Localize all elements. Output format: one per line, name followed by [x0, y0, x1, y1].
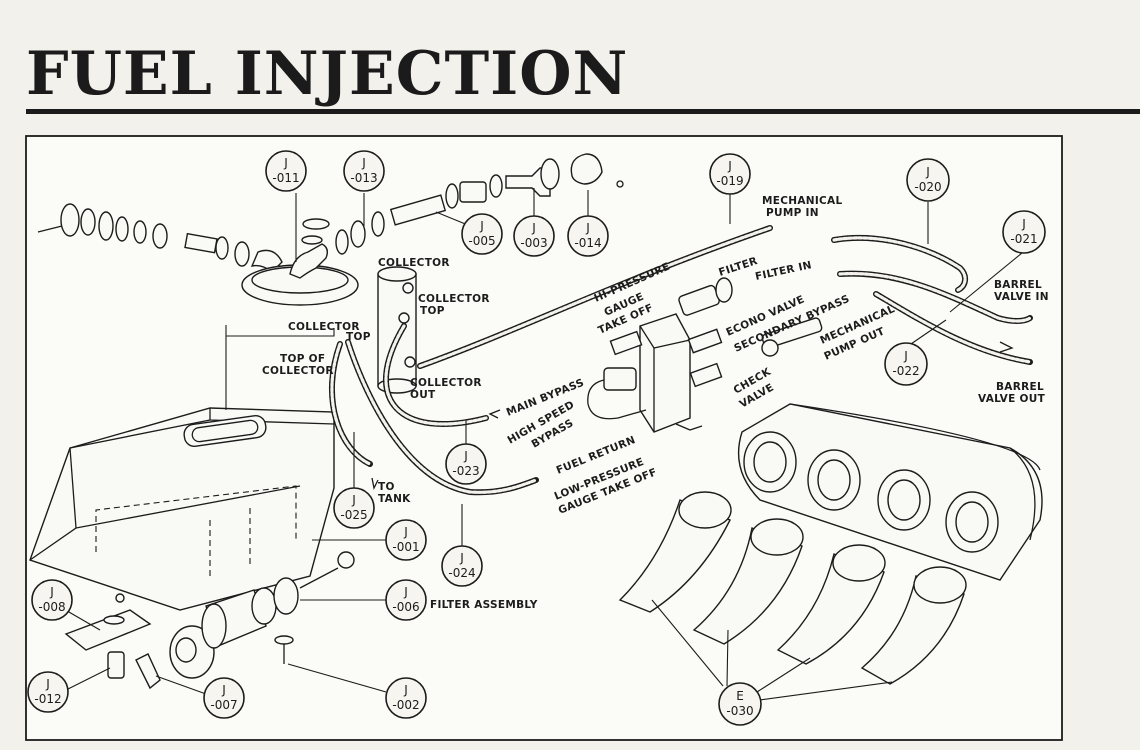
callout-j022: J -022: [884, 342, 928, 386]
label-top-of-collector: TOP OF: [280, 353, 325, 365]
callout-j001: J -001: [385, 519, 427, 561]
svg-text:E: E: [736, 689, 744, 703]
svg-text:-011: -011: [272, 171, 299, 185]
callout-j011: J -011: [265, 150, 307, 192]
svg-text:OUT: OUT: [410, 389, 436, 401]
svg-text:-002: -002: [392, 698, 419, 712]
svg-text:J: J: [925, 165, 930, 179]
svg-text:-030: -030: [726, 704, 753, 718]
label-collector: COLLECTOR: [378, 257, 450, 269]
svg-text:J: J: [463, 449, 468, 463]
callout-j019: J -019: [709, 153, 751, 195]
svg-text:J: J: [403, 585, 408, 599]
svg-text:-022: -022: [892, 364, 919, 378]
callout-j008: J -008: [31, 579, 73, 621]
svg-text:-014: -014: [574, 236, 601, 250]
svg-text:TANK: TANK: [378, 493, 411, 505]
fuel-line-fittings: [37, 203, 283, 273]
svg-text:J: J: [585, 221, 590, 235]
hoses: [329, 225, 1033, 496]
svg-text:-020: -020: [914, 180, 941, 194]
label-barrel-valve-out: BARREL: [996, 381, 1044, 393]
callout-j005: J -005: [461, 213, 503, 255]
svg-text:J: J: [479, 219, 484, 233]
svg-text:J: J: [361, 156, 366, 170]
svg-text:-012: -012: [34, 692, 61, 706]
svg-text:J: J: [45, 677, 50, 691]
fitting-chain: [335, 153, 624, 255]
label-collector-top-left: COLLECTOR: [288, 321, 360, 333]
svg-text:J: J: [727, 159, 732, 173]
svg-text:J: J: [221, 683, 226, 697]
label-mechanical-pump-in: MECHANICAL: [762, 195, 842, 207]
svg-text:-006: -006: [392, 600, 419, 614]
callout-j012: J -012: [27, 671, 69, 713]
label-collector-top: COLLECTOR: [418, 293, 490, 305]
svg-text:J: J: [283, 156, 288, 170]
svg-text:J: J: [1021, 217, 1026, 231]
svg-text:VALVE IN: VALVE IN: [994, 291, 1049, 303]
filter-assembly-parts: [64, 551, 355, 690]
svg-text:VALVE OUT: VALVE OUT: [978, 393, 1046, 405]
svg-text:J: J: [49, 585, 54, 599]
label-barrel-valve-in: BARREL: [994, 279, 1042, 291]
svg-text:-019: -019: [716, 174, 743, 188]
callout-j003: J -003: [513, 215, 555, 257]
callout-j002: J -002: [385, 677, 427, 719]
svg-text:J: J: [403, 683, 408, 697]
svg-text:-007: -007: [210, 698, 237, 712]
callout-j025: J -025: [333, 487, 375, 529]
label-collector-out: COLLECTOR: [410, 377, 482, 389]
leader-lines: [61, 188, 1023, 701]
svg-text:-001: -001: [392, 540, 419, 554]
callout-j007: J -007: [203, 677, 245, 719]
collector-pan: [241, 218, 359, 306]
svg-text:-025: -025: [340, 508, 367, 522]
svg-text:-024: -024: [448, 566, 475, 580]
svg-text:PUMP IN: PUMP IN: [766, 207, 819, 219]
svg-text:J: J: [531, 221, 536, 235]
callout-j020: J -020: [906, 158, 950, 202]
svg-text:TOP: TOP: [346, 331, 371, 343]
svg-text:-005: -005: [468, 234, 495, 248]
svg-text:J: J: [403, 525, 408, 539]
page-title: FUEL INJECTION: [26, 39, 629, 109]
svg-text:TOP: TOP: [420, 305, 445, 317]
svg-text:J: J: [459, 551, 464, 565]
svg-text:-008: -008: [38, 600, 65, 614]
callout-e030: E -030: [718, 682, 762, 726]
svg-text:J: J: [351, 493, 356, 507]
svg-text:J: J: [903, 349, 908, 363]
callout-j023: J -023: [445, 443, 487, 485]
callout-j014: J -014: [567, 215, 609, 257]
callout-j013: J -013: [343, 150, 385, 192]
svg-text:COLLECTOR: COLLECTOR: [262, 365, 334, 377]
flow-arrows: [371, 341, 1014, 490]
title-rule: [26, 109, 1140, 114]
label-filter-assembly: FILTER ASSEMBLY: [430, 599, 538, 611]
callout-j021: J -021: [1002, 210, 1046, 254]
callout-j006: J -006: [385, 579, 427, 621]
fuel-tank: [29, 407, 335, 611]
svg-text:-003: -003: [520, 236, 547, 250]
svg-text:-023: -023: [452, 464, 479, 478]
callout-j024: J -024: [441, 545, 483, 587]
label-to-tank: TO: [378, 481, 395, 493]
valve-block: [587, 277, 823, 433]
svg-text:-013: -013: [350, 171, 377, 185]
svg-text:-021: -021: [1010, 232, 1037, 246]
intake-assembly: [618, 403, 1043, 685]
